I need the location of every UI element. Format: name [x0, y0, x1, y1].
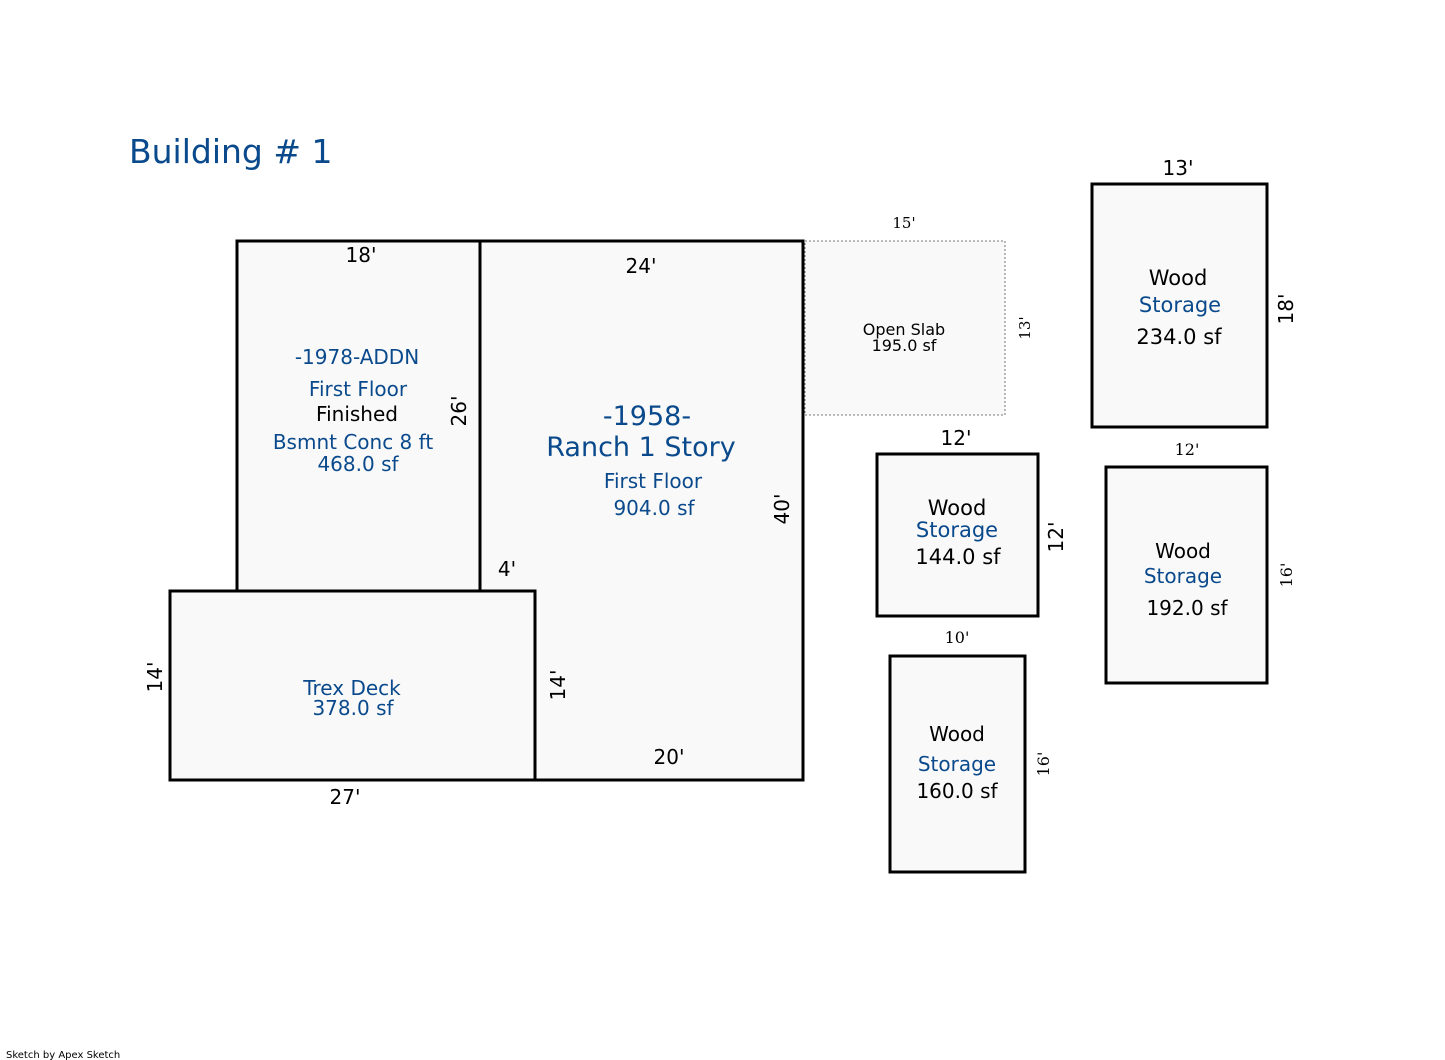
- storage-234-right-dim: 18': [1274, 294, 1298, 325]
- footer-credit: Sketch by Apex Sketch: [6, 1050, 120, 1060]
- ranch-name: Ranch 1 Story: [546, 432, 735, 463]
- storage-192-area: 192.0 sf: [1146, 596, 1228, 620]
- storage-160-right-dim: 16': [1034, 752, 1053, 777]
- storage-160-top-dim: 10': [945, 628, 970, 647]
- addn-type: Bsmnt Conc 8 ft: [273, 430, 434, 454]
- storage-144-material: Wood: [928, 496, 987, 520]
- storage-160-type: Storage: [918, 752, 996, 776]
- storage-234-top-dim: 13': [1163, 156, 1194, 180]
- storage-144-area: 144.0 sf: [915, 545, 1001, 569]
- ranch-left-lower-dim: 14': [546, 670, 570, 701]
- addn-top-dim: 18': [346, 243, 377, 267]
- ranch-area: 904.0 sf: [613, 496, 695, 520]
- storage-160-area: 160.0 sf: [916, 779, 998, 803]
- open-slab-label: Open Slab: [863, 320, 945, 339]
- storage-144-right-dim: 12': [1044, 522, 1068, 553]
- ranch-right-dim: 40': [770, 494, 794, 525]
- storage-144-type: Storage: [916, 518, 998, 542]
- storage-192-outline: [1104, 465, 1269, 685]
- addn-floor: First Floor: [309, 377, 408, 401]
- storage-234-material: Wood: [1149, 266, 1208, 290]
- storage-234-type: Storage: [1139, 293, 1221, 317]
- deck-label: Trex Deck: [302, 676, 401, 700]
- page-title: Building # 1: [129, 132, 333, 171]
- addn-year: -1978-ADDN: [295, 345, 419, 369]
- storage-192-top-dim: 12': [1175, 440, 1200, 459]
- storage-144-outline: [875, 452, 1040, 618]
- addn-outline: [235, 239, 482, 593]
- deck-area: 378.0 sf: [312, 696, 394, 720]
- deck-bottom-dim: 27': [330, 785, 361, 809]
- open-slab-right-dim: 13': [1016, 316, 1034, 339]
- storage-144-top-dim: 12': [941, 426, 972, 450]
- open-slab-outline: [804, 240, 1006, 416]
- addn-area: 468.0 sf: [317, 452, 399, 476]
- storage-234-outline: [1090, 182, 1269, 429]
- ranch-top-dim: 24': [626, 254, 657, 278]
- addn-right-dim: 26': [447, 396, 471, 427]
- ranch-year: -1958-: [603, 401, 691, 432]
- deck-left-dim: 14': [143, 662, 167, 693]
- storage-160-material: Wood: [929, 722, 985, 746]
- storage-234-area: 234.0 sf: [1136, 325, 1222, 349]
- ranch-floor: First Floor: [604, 469, 703, 493]
- storage-160-outline: [888, 654, 1027, 874]
- storage-192-type: Storage: [1144, 564, 1222, 588]
- deck-outline: [168, 589, 537, 782]
- open-slab-area: 195.0 sf: [872, 336, 937, 355]
- addn-finish: Finished: [316, 402, 398, 426]
- storage-192-material: Wood: [1155, 539, 1211, 563]
- ranch-left-upper-dim: 4': [498, 557, 516, 581]
- ranch-bottom-dim: 20': [654, 745, 685, 769]
- storage-192-right-dim: 16': [1277, 563, 1296, 588]
- open-slab-top-dim: 15': [892, 214, 915, 232]
